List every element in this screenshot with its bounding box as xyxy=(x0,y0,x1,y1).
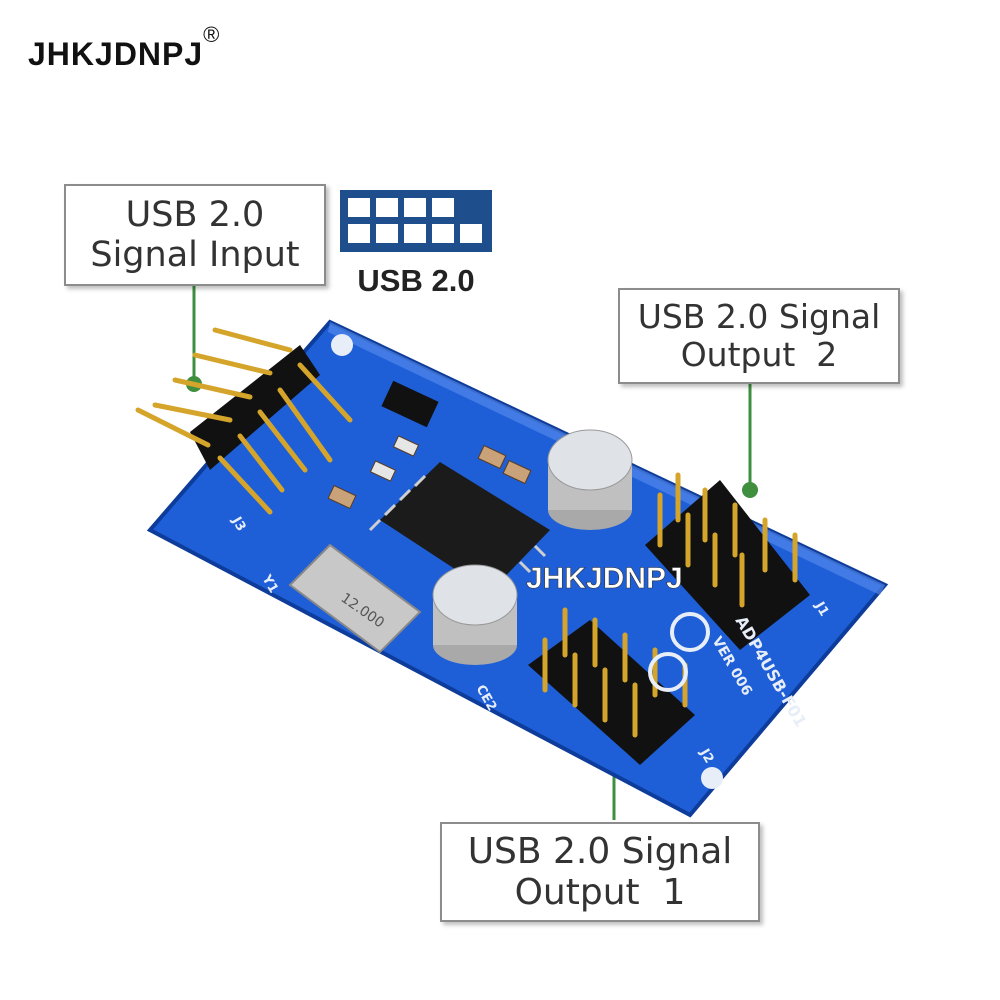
brand-logo: JHKJDNPJ® xyxy=(28,22,220,73)
callout-output2-line1: USB 2.0 Signal xyxy=(637,297,881,337)
callout-signal-output-1: USB 2.0 Signal Output 1 xyxy=(440,822,760,922)
silk-j2: J2 xyxy=(696,746,716,766)
silk-j3: J3 xyxy=(228,514,248,534)
leader-dot-output2 xyxy=(742,482,758,498)
watermark-text: JHKJDNPJ xyxy=(526,562,683,595)
header-j3 xyxy=(135,327,353,515)
registered-mark: ® xyxy=(203,22,221,47)
capacitor-bottom xyxy=(432,564,518,665)
silk-j1: J1 xyxy=(811,599,831,619)
callout-output2-line2: Output 2 xyxy=(680,335,838,374)
callout-output1-line1: USB 2.0 Signal xyxy=(467,830,733,872)
header-j1 xyxy=(645,472,810,650)
mount-hole xyxy=(701,767,723,789)
mount-hole xyxy=(331,334,353,356)
callout-input-line1: USB 2.0 xyxy=(125,194,265,235)
brand-name: JHKJDNPJ xyxy=(28,36,204,72)
callout-signal-input: USB 2.0 Signal Input xyxy=(64,184,326,286)
callout-input-line2: Signal Input xyxy=(90,235,300,275)
callout-signal-output-2: USB 2.0 Signal Output 2 xyxy=(618,288,900,384)
capacitor-top xyxy=(547,429,633,530)
header-j2 xyxy=(528,607,695,765)
usb-pin-grid-icon xyxy=(340,190,492,252)
callout-output1-line2: Output 1 xyxy=(514,872,686,913)
crystal-y1: 12.000 xyxy=(288,543,422,654)
usb-icon-caption: USB 2.0 xyxy=(357,263,475,298)
usb-pinout-icon: USB 2.0 xyxy=(340,190,492,299)
